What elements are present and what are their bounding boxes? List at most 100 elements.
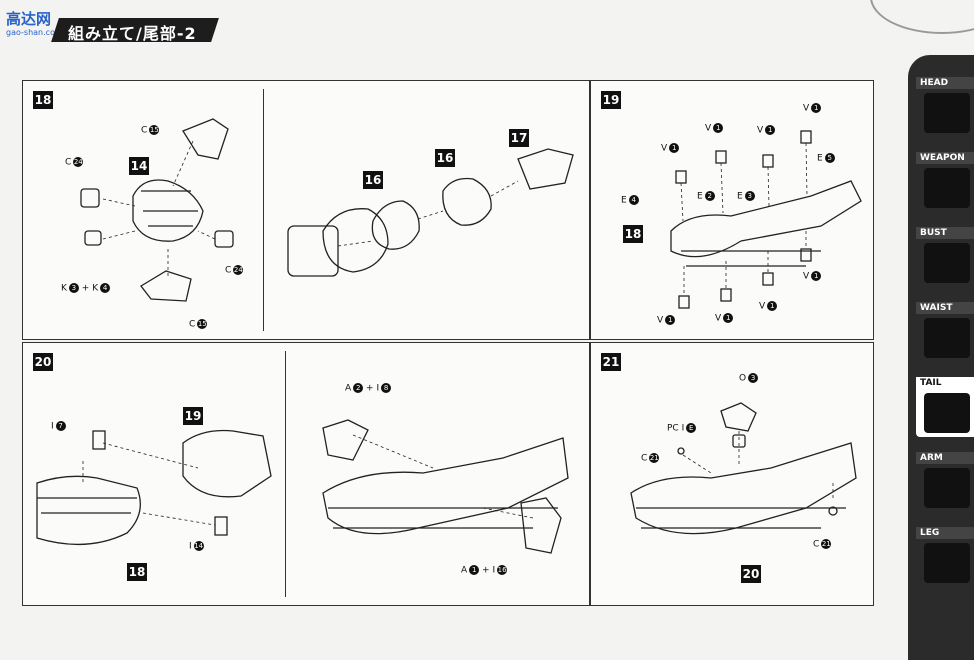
part-number: 1 xyxy=(713,123,724,133)
plus-sign: + xyxy=(366,383,374,394)
part-letter: E xyxy=(817,153,823,164)
tab-leg-label: LEG xyxy=(916,527,974,539)
tab-tail-label: TAIL xyxy=(916,377,974,389)
part-number: 24 xyxy=(73,157,84,167)
part-number: E xyxy=(686,423,697,433)
step-19-badge: 19 xyxy=(601,91,621,109)
part-number: 2 xyxy=(704,191,715,201)
part-letter: C xyxy=(141,125,148,136)
tab-tail[interactable]: TAIL xyxy=(916,377,974,437)
part-letter: I xyxy=(189,541,192,552)
part-number: 3 xyxy=(744,191,755,201)
tail-icon xyxy=(924,393,970,433)
part-number: 24 xyxy=(233,265,244,275)
part-number: 4 xyxy=(628,195,639,205)
part-letter: K xyxy=(61,283,67,294)
part-letter: V xyxy=(803,271,810,282)
plus-sign: + xyxy=(482,565,490,576)
part-letter: V xyxy=(759,301,766,312)
part-number: 4 xyxy=(100,283,111,293)
tab-bust-label: BUST xyxy=(916,227,974,239)
part-number: 1 xyxy=(767,301,778,311)
tab-weapon[interactable]: WEAPON xyxy=(916,152,974,212)
step-21-badge: 21 xyxy=(601,353,621,371)
part-letter: E xyxy=(737,191,743,202)
part-number: 21 xyxy=(821,539,832,549)
part-number: 14 xyxy=(193,541,204,551)
part-letter: I xyxy=(492,565,496,576)
part-number: 1 xyxy=(811,103,822,113)
sub-18-badge-b: 18 xyxy=(127,563,147,581)
part-number: 21 xyxy=(649,453,660,463)
part-letter: C xyxy=(65,157,72,168)
part-letter: C xyxy=(641,453,648,464)
part-number: 5 xyxy=(824,153,835,163)
corner-decoration xyxy=(870,0,974,34)
head-icon xyxy=(924,93,970,133)
part-letter: V xyxy=(657,315,664,326)
part-number: 2 xyxy=(353,383,364,393)
part-letter: V xyxy=(715,313,722,324)
sub-20-badge: 20 xyxy=(741,565,761,583)
step-20-drawing xyxy=(36,419,569,554)
step-20-divider xyxy=(285,351,286,597)
step-18-badge: 18 xyxy=(33,91,53,109)
part-number: 1 xyxy=(723,313,734,323)
tab-waist-label: WAIST xyxy=(916,302,974,314)
part-number: 1 xyxy=(469,565,480,575)
site-logo: 高达网 xyxy=(6,10,52,28)
part-number: 15 xyxy=(149,125,160,135)
tab-leg[interactable]: LEG xyxy=(916,527,974,587)
part-letter: A xyxy=(461,565,468,576)
sub-16-badge-b: 16 xyxy=(435,149,455,167)
part-letter: A xyxy=(345,383,352,394)
bust-icon xyxy=(924,243,970,283)
part-letter: O xyxy=(739,373,747,384)
tab-bust[interactable]: BUST xyxy=(916,227,974,287)
plus-sign: + xyxy=(81,283,90,294)
part-letter: C xyxy=(225,265,232,276)
part-letter: C xyxy=(813,539,820,550)
part-number: 1 xyxy=(765,125,776,135)
step-19-drawing xyxy=(670,130,862,309)
part-letter: I xyxy=(51,421,54,432)
part-letter: PC xyxy=(667,423,679,434)
part-number: 1 xyxy=(669,143,680,153)
waist-icon xyxy=(924,318,970,358)
page-header: 高达网 gao-shan.com 組み立て/尾部-2 xyxy=(0,0,974,50)
tab-head[interactable]: HEAD xyxy=(916,77,974,137)
part-letter: E xyxy=(697,191,703,202)
sub-14-badge: 14 xyxy=(129,157,149,175)
tab-waist[interactable]: WAIST xyxy=(916,302,974,362)
sub-18-badge: 18 xyxy=(623,225,643,243)
part-number: 1 xyxy=(811,271,822,281)
tab-arm-label: ARM xyxy=(916,452,974,464)
tab-weapon-label: WEAPON xyxy=(916,152,974,164)
part-number: 3 xyxy=(68,283,79,293)
sub-17-badge: 17 xyxy=(509,129,529,147)
tab-arm[interactable]: ARM xyxy=(916,452,974,512)
step-21-drawing xyxy=(630,402,857,535)
part-number: 3 xyxy=(748,373,759,383)
step-18-drawing xyxy=(80,118,574,302)
